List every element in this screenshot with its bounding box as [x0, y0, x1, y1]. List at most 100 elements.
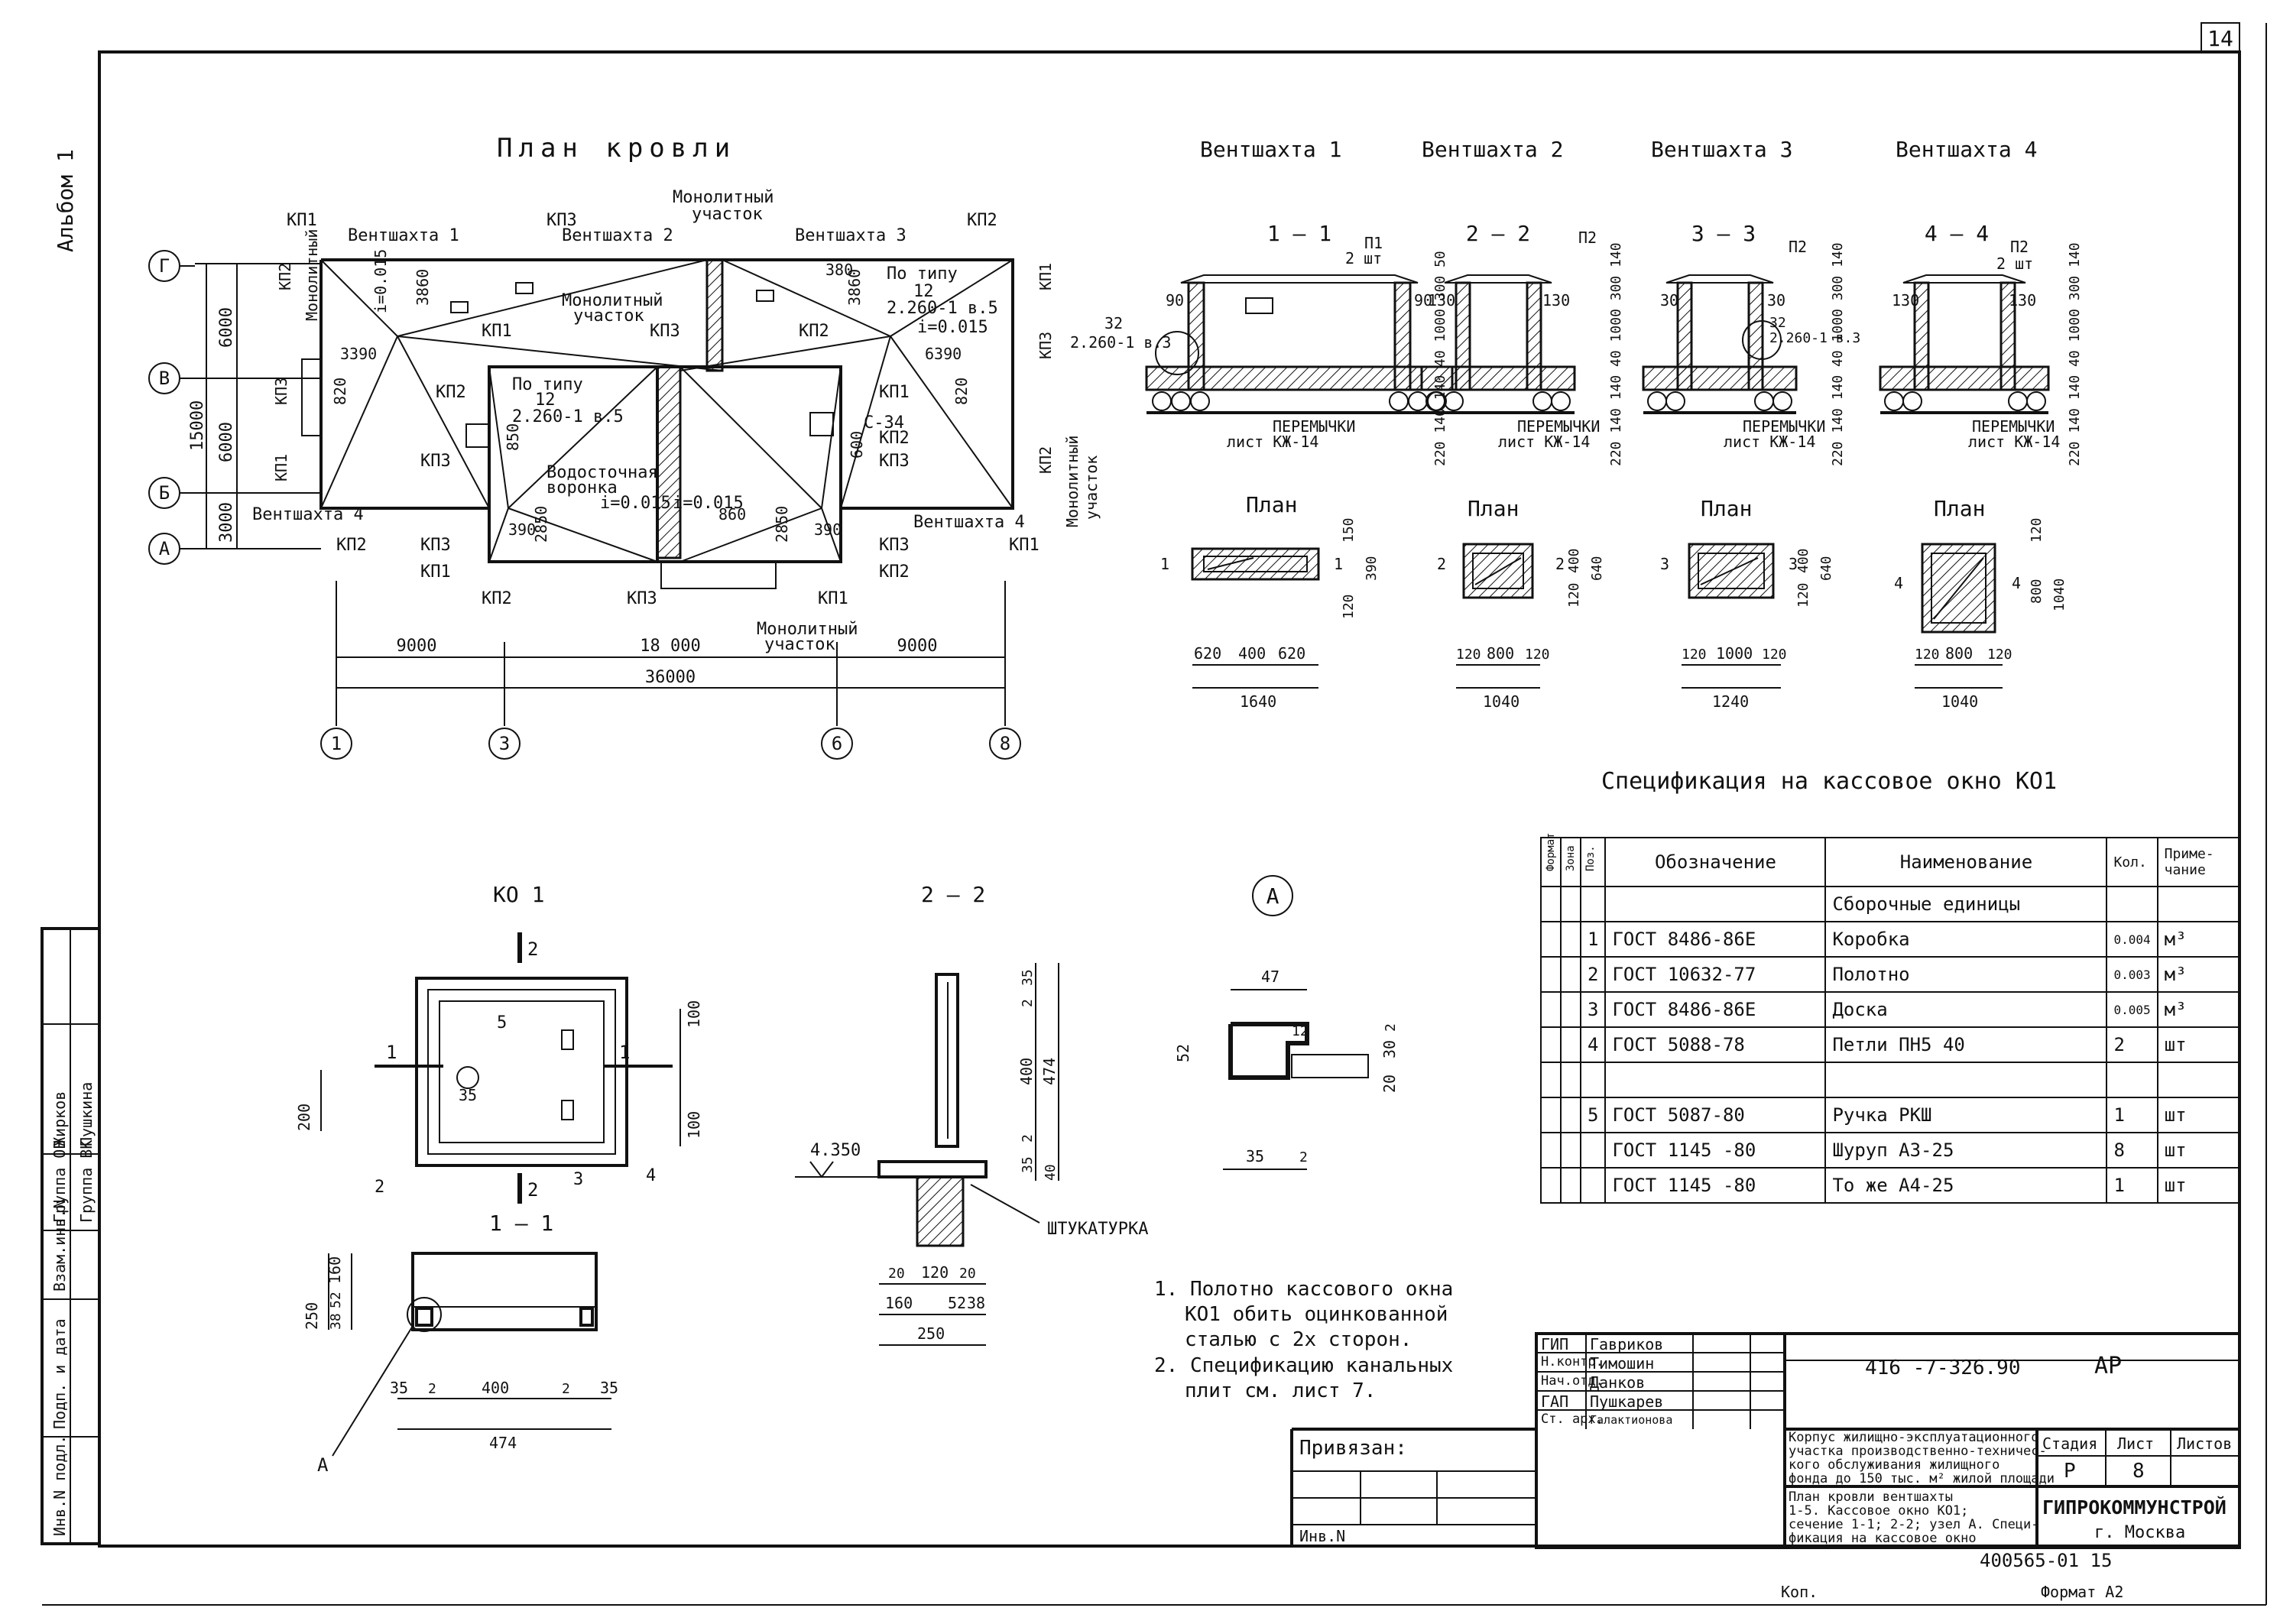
nodeA-d2b: 2	[1299, 1149, 1308, 1165]
axis-1: 1	[331, 733, 342, 754]
tb-role-starh: Ст. арх.	[1541, 1412, 1604, 1427]
ko1-cut-top: 2	[527, 938, 538, 960]
spec-h-name: Наименование	[1824, 837, 2108, 887]
dim-15000: 15000	[188, 400, 207, 451]
plan1-d620a: 620	[1194, 644, 1221, 663]
plan-title-3: План	[1701, 496, 1752, 521]
shaft4-d130b: 130	[2009, 291, 2036, 310]
dim-2850a: 2850	[532, 506, 550, 543]
sec22-v40: 40	[1043, 1164, 1059, 1181]
nodeA-title: А	[1267, 883, 1279, 909]
spec-title: Спецификация на кассовое окно КО1	[1601, 768, 2058, 795]
axis-3: 3	[499, 733, 510, 754]
label-kp3-v1: КП3	[272, 378, 290, 405]
tb-sheet-title-3: сечение 1-1; 2-2; узел А. Специ-	[1789, 1517, 2039, 1532]
tb-list-h: Лист	[2117, 1434, 2155, 1453]
ko1s-d2a: 2	[428, 1381, 436, 1397]
label-kp2-d: КП2	[879, 429, 910, 448]
dim-820b: 820	[952, 378, 971, 405]
note-1a: 1. Полотно кассового окна	[1154, 1278, 1453, 1301]
sec22-h120: 120	[921, 1263, 949, 1282]
shaft3-lintel: ПЕРЕМЫЧКИ	[1743, 417, 1825, 436]
tb-lists-h: Листов	[2177, 1434, 2233, 1453]
tb-role-nkontr: Н.контр.	[1541, 1354, 1604, 1370]
note-1c: сталью с 2х сторон.	[1185, 1328, 1412, 1351]
plan3-d120b: 120	[1762, 647, 1787, 663]
label-kp2-f: КП2	[482, 589, 512, 608]
nodeA-d30: 30	[1380, 1040, 1399, 1058]
spec-group: Сборочные единицы	[1824, 886, 2108, 922]
tb-stage-code: АР	[2094, 1353, 2123, 1379]
plan1-d120: 120	[1341, 594, 1357, 619]
spec-header-row: Формат Зона Поз. Обозначение Наименовани…	[1540, 832, 2240, 887]
spec-h-qty: Кол.	[2106, 837, 2158, 887]
section-2-2: 2 – 2	[1466, 221, 1530, 246]
dim-6000a: 6000	[217, 307, 236, 348]
label-kp2-b: КП2	[799, 322, 829, 341]
ko1-pos-2: 2	[375, 1178, 384, 1197]
plan2-d120b: 120	[1525, 647, 1550, 663]
tb-sheet-title-1: План кровли вентшахты	[1789, 1489, 1953, 1505]
plan4-d120: 120	[2029, 517, 2045, 543]
dim-3000: 3000	[217, 502, 236, 543]
shaft3-p2: П2	[1789, 238, 1807, 256]
roof-plan: План кровли	[148, 133, 1101, 760]
dim-3390: 3390	[340, 345, 377, 363]
label-kp1: КП1	[287, 211, 317, 230]
axis-8: 8	[1000, 733, 1010, 754]
plan4-d1040: 1040	[2051, 579, 2068, 611]
shaft3-det260: 2.260-1 в.3	[1769, 330, 1860, 346]
dim-6000b: 6000	[217, 422, 236, 462]
note-1b: КО1 обить оцинкованной	[1185, 1303, 1448, 1326]
nodeA-d52: 52	[1174, 1044, 1192, 1062]
ko1-d100b: 100	[685, 1111, 703, 1139]
plan2-cut-right: 2	[1555, 555, 1565, 573]
label-shaft4-left: Вентшахта 4	[252, 505, 364, 524]
shaft-title-1: Вентшахта 1	[1200, 137, 1341, 162]
plan1-d620b: 620	[1278, 644, 1305, 663]
title-block-frame	[1290, 1332, 2241, 1549]
section-3-3: 3 – 3	[1691, 221, 1756, 246]
ko1s-d35b: 35	[600, 1379, 618, 1397]
plan3-d1000: 1000	[1716, 644, 1753, 663]
label-kp3-d: КП3	[879, 452, 910, 471]
ko1s-d2b: 2	[562, 1381, 570, 1397]
ko1-d200: 200	[295, 1104, 313, 1131]
nodeA-d35: 35	[1246, 1147, 1264, 1165]
plan4-d120b: 120	[1987, 647, 2012, 663]
tb-list: 8	[2132, 1460, 2145, 1483]
shaft1-sheet: лист КЖ-14	[1227, 433, 1318, 451]
sheet-frame: 14 Альбом 1 Коп. Формат А2 400565-01 15	[42, 22, 2267, 1606]
plan3-d640: 640	[1818, 556, 1834, 581]
label-funnel-b: воронка	[546, 478, 618, 498]
label-kp1-g: КП1	[1009, 536, 1039, 555]
label-slope-1: i=0.015	[917, 318, 988, 337]
plan3-cut-left: 3	[1660, 555, 1669, 573]
sec22-h160: 160	[885, 1294, 913, 1312]
shaft1-d90b: 90	[1414, 291, 1432, 310]
stamp-name-1: Жирков	[50, 1091, 69, 1146]
plan-title-4: План	[1934, 496, 1985, 521]
sec22-title: 2 – 2	[921, 882, 985, 907]
label-kp1-b: КП1	[482, 322, 512, 341]
tb-inv: Инв.N	[1299, 1527, 1346, 1545]
tb-stage: Р	[2064, 1460, 2076, 1483]
label-kp3-e: КП3	[420, 536, 451, 555]
label-monolith-a: Монолитный	[673, 188, 774, 207]
shaft2-vdims: 220 140 140 40 1000 300 140	[1608, 242, 1624, 466]
dim-2850b: 2850	[773, 506, 791, 543]
note-2a: 2. Спецификацию канальных	[1154, 1354, 1453, 1377]
shaft4-2pcs: 2 шт	[1996, 254, 2033, 273]
plan3-d120a: 120	[1682, 647, 1707, 663]
nodeA-d20: 20	[1380, 1075, 1399, 1093]
stamp-replace-label: Взам.инв.N	[50, 1200, 69, 1292]
shaft1-det260: 2.260-1 в.3	[1070, 333, 1171, 352]
shaft-title-3: Вентшахта 3	[1651, 137, 1792, 162]
label-kp2-g: КП2	[879, 562, 910, 582]
shaft1-p1: П1	[1364, 234, 1383, 252]
spec-h-code: Обозначение	[1604, 837, 1827, 887]
